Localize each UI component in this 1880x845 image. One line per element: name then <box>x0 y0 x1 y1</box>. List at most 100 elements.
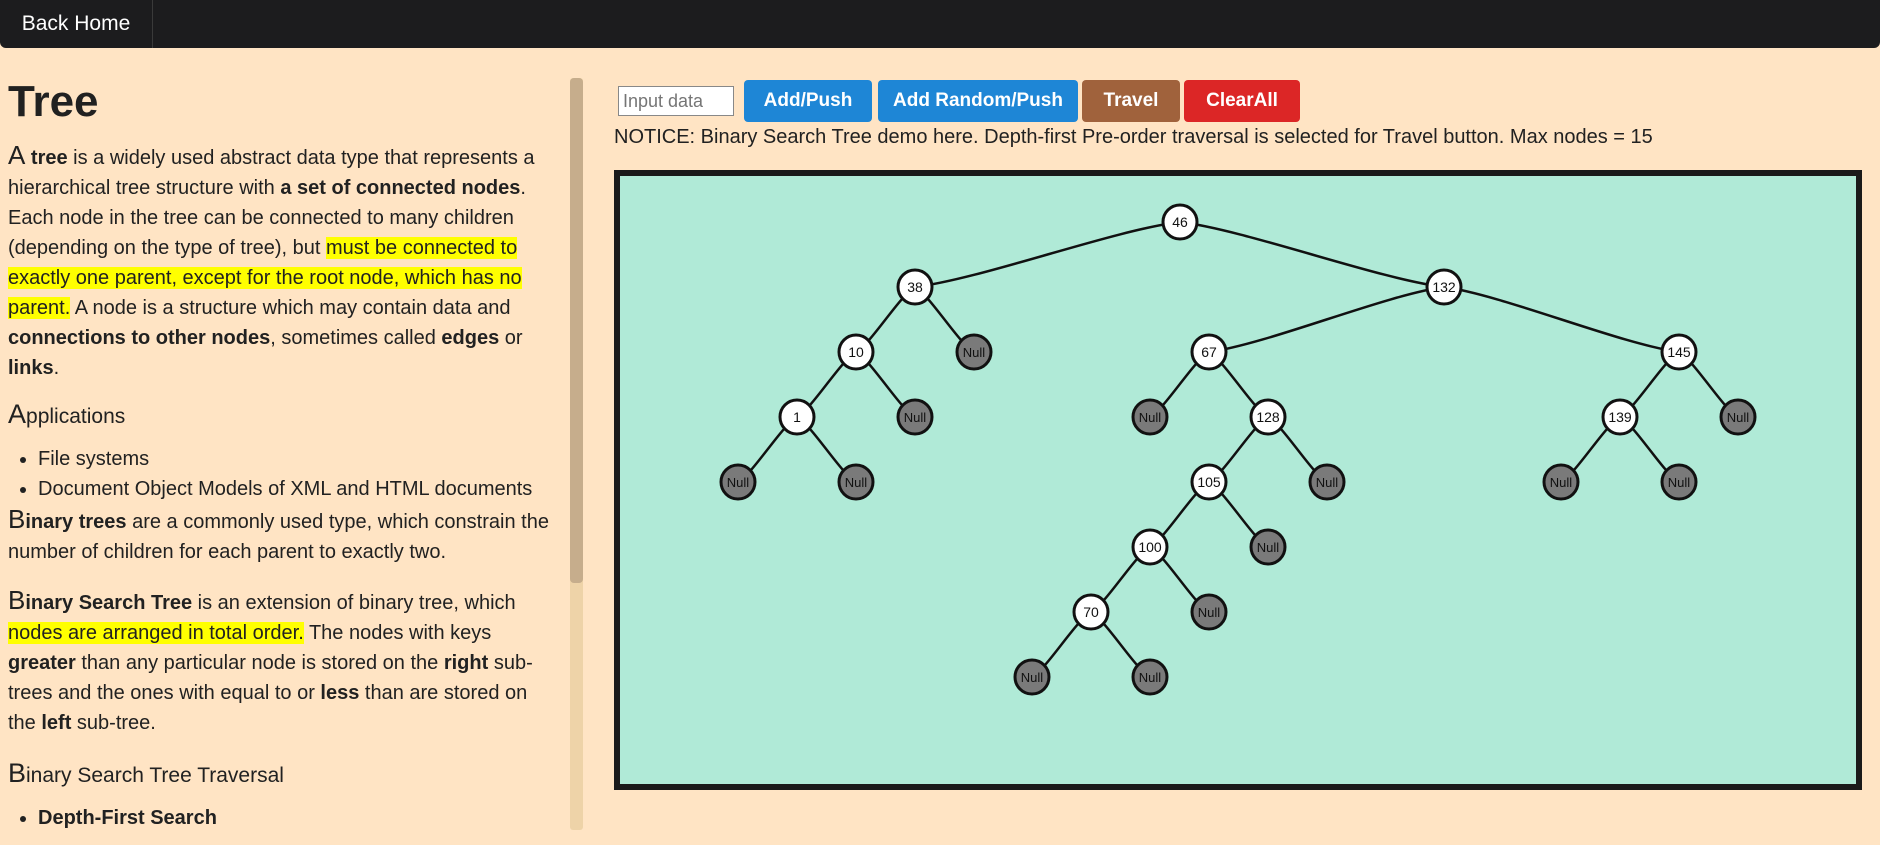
node-label: Null <box>1139 410 1162 425</box>
text: The nodes with keys <box>303 622 492 644</box>
node-circle <box>1161 203 1199 241</box>
node-label: Null <box>1139 670 1162 685</box>
top-nav-bar: Back Home <box>0 0 1880 48</box>
notice-text: NOTICE: Binary Search Tree demo here. De… <box>614 126 1653 148</box>
tree-node: 139 <box>1601 398 1639 436</box>
drop-letter: B <box>8 585 26 615</box>
tree-node: 67 <box>1190 333 1228 371</box>
node-label: Null <box>1727 410 1750 425</box>
node-circle <box>1308 463 1346 501</box>
node-label: Null <box>845 475 868 490</box>
drop-letter: A <box>8 399 27 429</box>
node-label: 38 <box>907 279 923 295</box>
bold-term: edges <box>441 327 500 349</box>
traversal-heading: Binary Search Tree Traversal <box>8 758 560 789</box>
node-circle <box>837 333 875 371</box>
null-node: Null <box>1190 593 1228 631</box>
tree-node: 10 <box>837 333 875 371</box>
node-circle <box>837 463 875 501</box>
node-circle <box>1542 463 1580 501</box>
article-panel: Tree A tree is a widely used abstract da… <box>0 48 570 830</box>
node-label: 105 <box>1197 474 1221 490</box>
node-label: 70 <box>1083 604 1099 620</box>
null-node: Null <box>1131 658 1169 696</box>
intro-paragraph: A tree is a widely used abstract data ty… <box>8 140 560 383</box>
applications-heading: Applications <box>8 399 560 430</box>
text: than any particular node is stored on th… <box>75 652 444 674</box>
clear-all-button[interactable]: ClearAll <box>1184 80 1300 122</box>
null-node: Null <box>1131 398 1169 436</box>
null-node: Null <box>896 398 934 436</box>
tree-node: 38 <box>896 268 934 306</box>
node-circle <box>1719 398 1757 436</box>
node-label: Null <box>963 345 986 360</box>
text: is a widely used abstract data type that… <box>8 147 535 199</box>
bold-term: left <box>41 712 72 734</box>
node-circle <box>1131 658 1169 696</box>
null-node: Null <box>955 333 993 371</box>
page-title: Tree <box>8 77 99 126</box>
bold-term: right <box>443 652 489 674</box>
bold-term: inary trees <box>25 511 127 533</box>
node-circle <box>955 333 993 371</box>
node-label: Null <box>1021 670 1044 685</box>
article-scrollbar[interactable] <box>570 78 583 830</box>
null-node: Null <box>1308 463 1346 501</box>
tree-node: 1 <box>778 398 816 436</box>
bold-term: greater <box>8 652 76 674</box>
data-input[interactable] <box>618 86 734 116</box>
null-node: Null <box>1249 528 1287 566</box>
tree-edge <box>1443 285 1680 354</box>
node-circle <box>778 398 816 436</box>
text: . Each node in the tree can be connected… <box>8 177 526 259</box>
text: than are stored on the <box>8 682 528 734</box>
node-circle <box>1425 268 1463 306</box>
text: are a commonly used type, which constrai… <box>8 511 549 563</box>
text: , sometimes called <box>270 327 442 349</box>
tree-node: 100 <box>1131 528 1169 566</box>
node-circle <box>1190 593 1228 631</box>
node-circle <box>1249 528 1287 566</box>
node-circle <box>1190 333 1228 371</box>
bold-term: links <box>8 357 54 379</box>
tree-edge <box>1179 220 1445 289</box>
node-circle <box>1190 463 1228 501</box>
node-label: 100 <box>1138 539 1162 555</box>
back-home-link[interactable]: Back Home <box>0 0 153 48</box>
tree-edge <box>914 220 1181 289</box>
bold-term: a set of connected nodes <box>280 177 521 199</box>
node-circle <box>1660 463 1698 501</box>
text: A node is a structure which may contain … <box>70 297 511 319</box>
heading-text: pplications <box>26 405 126 428</box>
tree-node: 105 <box>1190 463 1228 501</box>
node-label: Null <box>1668 475 1691 490</box>
drop-letter: A <box>8 140 26 170</box>
scrollbar-thumb[interactable] <box>570 78 583 583</box>
node-circle <box>719 463 757 501</box>
node-label: Null <box>1257 540 1280 555</box>
drop-letter: B <box>8 504 26 534</box>
node-label: 145 <box>1667 344 1691 360</box>
node-label: Null <box>1198 605 1221 620</box>
node-circle <box>1249 398 1287 436</box>
binary-trees-paragraph: Binary trees are a commonly used type, w… <box>8 504 560 567</box>
add-push-button[interactable]: Add/Push <box>744 80 872 122</box>
node-circle <box>896 398 934 436</box>
null-node: Null <box>1013 658 1051 696</box>
node-circle <box>1601 398 1639 436</box>
highlighted-text: nodes are arranged in total order. <box>8 622 304 644</box>
applications-list: File systems Document Object Models of X… <box>8 444 560 504</box>
node-circle <box>1131 398 1169 436</box>
tree-edge <box>1208 285 1445 354</box>
traversal-list: Depth-First Search <box>8 803 560 830</box>
list-item: File systems <box>38 444 560 474</box>
node-label: Null <box>1316 475 1339 490</box>
travel-button[interactable]: Travel <box>1082 80 1180 122</box>
node-circle <box>1131 528 1169 566</box>
null-node: Null <box>837 463 875 501</box>
node-label: 128 <box>1256 409 1280 425</box>
tree-node: 145 <box>1660 333 1698 371</box>
text: or <box>499 327 523 349</box>
add-random-push-button[interactable]: Add Random/Push <box>878 80 1078 122</box>
